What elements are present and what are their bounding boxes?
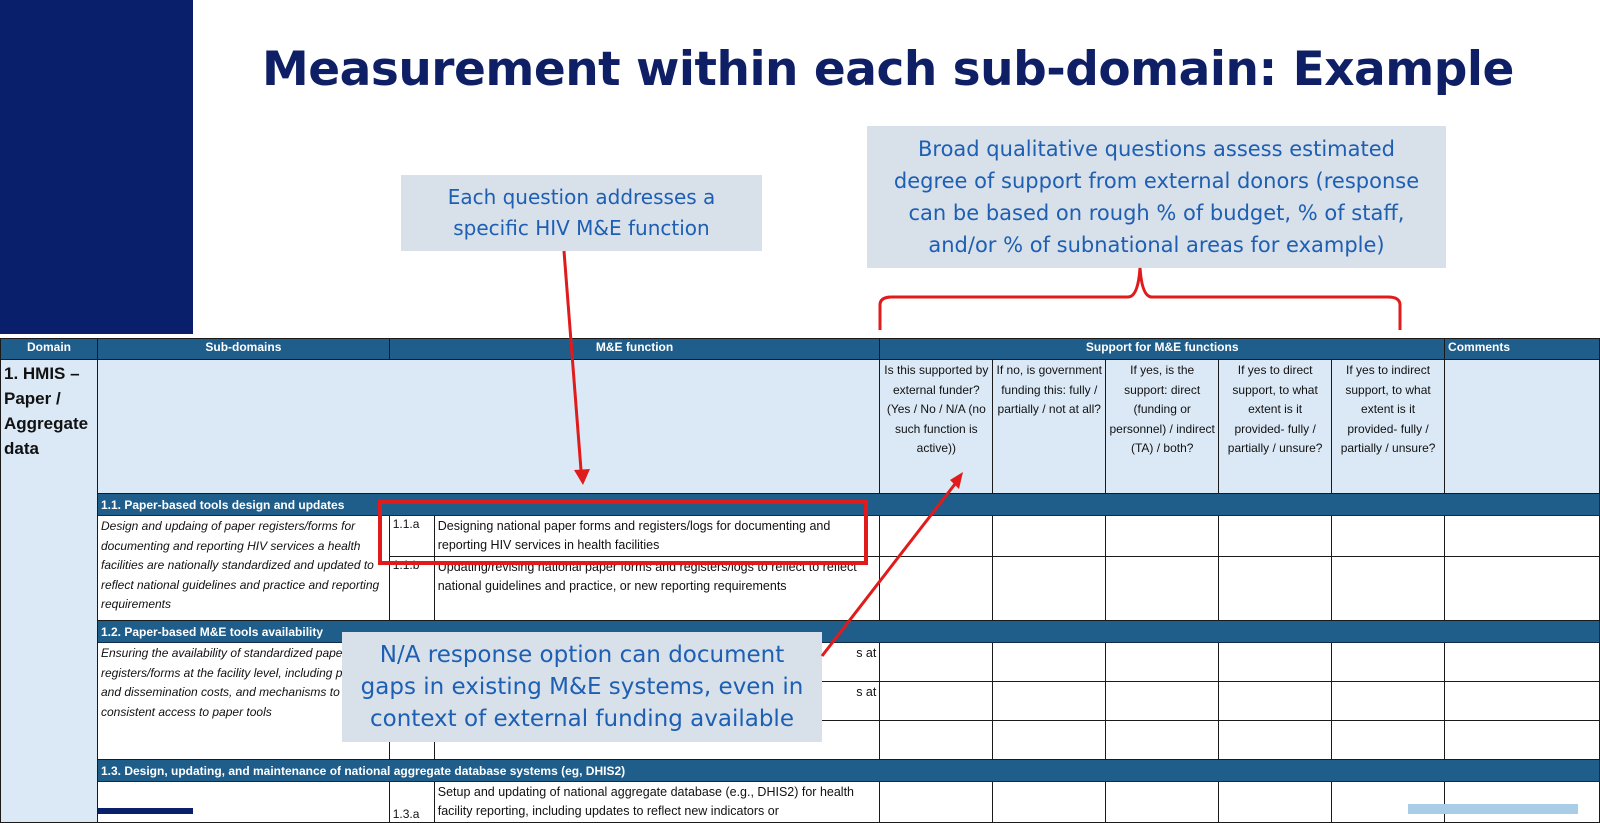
response-cell[interactable] (1218, 642, 1333, 682)
support-question-4: If yes to direct support, to what extent… (1218, 359, 1333, 494)
function-text: Setup and updating of national aggregate… (433, 781, 881, 823)
response-cell[interactable] (1105, 781, 1220, 823)
response-cell[interactable] (1331, 681, 1446, 721)
response-cell[interactable] (1105, 720, 1220, 760)
table-row: 1.3.a Setup and updating of national agg… (1, 781, 1600, 823)
response-cell[interactable] (1105, 642, 1220, 682)
domain-label: 1. HMIS – Paper / Aggregate data (0, 359, 98, 823)
domain-row: 1. HMIS – Paper / Aggregate data Is this… (0, 359, 1600, 823)
response-cell[interactable] (1331, 642, 1446, 682)
response-cell[interactable] (1105, 556, 1220, 621)
comment-cell[interactable] (1444, 515, 1600, 557)
callout-na-option: N/A response option can document gaps in… (342, 632, 822, 742)
domain-blank-cell (96, 359, 881, 494)
callout-na-option-text: N/A response option can document gaps in… (360, 642, 804, 732)
response-cell[interactable] (879, 781, 994, 823)
callout-qualitative-questions-text: Broad qualitative questions assess estim… (893, 137, 1420, 257)
function-text: Designing national paper forms and regis… (433, 515, 881, 557)
section-title: 1.2. Paper-based M&E tools availability (96, 620, 1600, 643)
comment-cell[interactable] (1444, 556, 1600, 621)
response-cell[interactable] (1218, 556, 1333, 621)
response-cell[interactable] (1218, 720, 1333, 760)
response-cell[interactable] (992, 720, 1107, 760)
support-table: Domain Sub-domains M&E function Support … (0, 338, 1600, 823)
response-cell[interactable] (992, 781, 1107, 823)
header-me-function: M&E function (388, 338, 881, 360)
function-code: 1.1.b (388, 556, 435, 621)
header-subdomains: Sub-domains (96, 338, 390, 360)
header-support: Support for M&E functions (879, 338, 1446, 360)
response-cell[interactable] (992, 556, 1107, 621)
slide-title: Measurement within each sub-domain: Exam… (262, 42, 1514, 97)
section-row: 1.1. Paper-based tools design and update… (1, 493, 1600, 516)
support-question-2: If no, is government funding this: fully… (992, 359, 1107, 494)
table-row: Design and updaing of paper registers/fo… (1, 515, 1600, 621)
response-cell[interactable] (992, 681, 1107, 721)
support-question-5: If yes to indirect support, to what exte… (1331, 359, 1446, 494)
callout-question-function-text: Each question addresses a specific HIV M… (447, 185, 716, 240)
header-domain: Domain (0, 338, 98, 360)
response-cell[interactable] (1105, 681, 1220, 721)
callout-question-function: Each question addresses a specific HIV M… (401, 175, 762, 251)
section-title: 1.3. Design, updating, and maintenance o… (96, 759, 1600, 782)
response-cell[interactable] (1218, 515, 1333, 557)
response-cell[interactable] (1331, 781, 1446, 823)
section-row: 1.3. Design, updating, and maintenance o… (1, 759, 1600, 782)
function-code: 1.3.a (388, 781, 435, 823)
comment-cell[interactable] (1444, 642, 1600, 682)
response-cell[interactable] (1331, 720, 1446, 760)
comment-cell[interactable] (1444, 681, 1600, 721)
section-title: 1.1. Paper-based tools design and update… (96, 493, 1600, 516)
response-cell[interactable] (992, 642, 1107, 682)
comments-header-blank (1444, 359, 1600, 494)
callout-qualitative-questions: Broad qualitative questions assess estim… (867, 126, 1446, 268)
footer-logo (1408, 804, 1578, 814)
left-accent-bar (0, 0, 193, 334)
response-cell[interactable] (992, 515, 1107, 557)
response-cell[interactable] (1218, 681, 1333, 721)
response-cell[interactable] (879, 720, 994, 760)
subdomain-description (96, 781, 390, 823)
response-cell[interactable] (1218, 781, 1333, 823)
comment-cell[interactable] (1444, 720, 1600, 760)
response-cell[interactable] (879, 515, 994, 557)
function-text: Updating/revising national paper forms a… (433, 556, 881, 621)
support-brace (878, 267, 1402, 330)
header-comments: Comments (1444, 338, 1600, 360)
function-code: 1.1.a (388, 515, 435, 557)
comment-cell[interactable] (1444, 781, 1600, 823)
response-cell[interactable] (1105, 515, 1220, 557)
response-cell[interactable] (1331, 556, 1446, 621)
table-header-row: Domain Sub-domains M&E function Support … (0, 338, 1600, 360)
response-cell[interactable] (879, 642, 994, 682)
response-cell[interactable] (879, 556, 994, 621)
support-question-3: If yes, is the support: direct (funding … (1105, 359, 1220, 494)
subdomain-description: Design and updaing of paper registers/fo… (96, 515, 390, 621)
response-cell[interactable] (879, 681, 994, 721)
support-question-1: Is this supported by external funder? (Y… (879, 359, 994, 494)
response-cell[interactable] (1331, 515, 1446, 557)
